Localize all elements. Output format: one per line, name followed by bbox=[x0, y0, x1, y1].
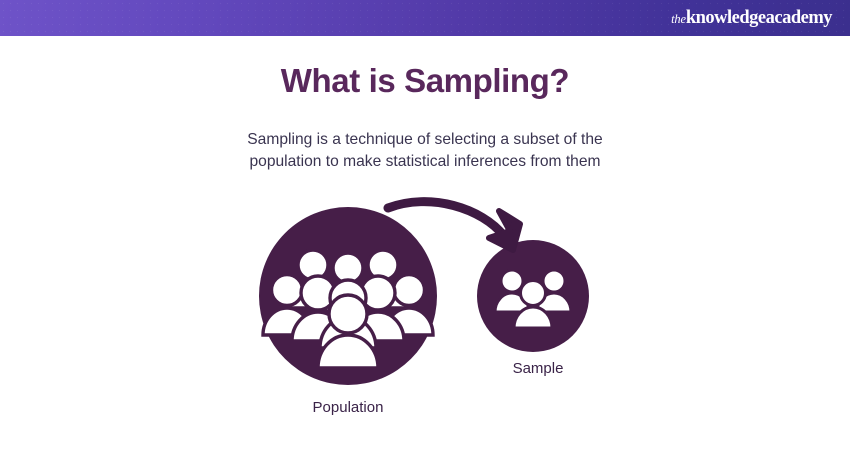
person-figure bbox=[512, 279, 554, 330]
person-figure bbox=[316, 293, 380, 370]
header-dot-pattern bbox=[0, 0, 850, 36]
sampling-diagram-svg bbox=[259, 197, 589, 385]
knowledge-academy-logo: theknowledgeacademy bbox=[671, 9, 832, 28]
page-title: What is Sampling? bbox=[280, 62, 570, 99]
population-to-sample-arrow bbox=[383, 197, 523, 253]
sample-label: Sample bbox=[512, 360, 564, 377]
logo-name-text: knowledgeacademy bbox=[685, 7, 833, 28]
population-label: Population bbox=[312, 399, 384, 416]
sample-people-icon bbox=[493, 268, 573, 330]
logo-prefix-text: the bbox=[671, 11, 686, 26]
page-subtitle: Sampling is a technique of selecting a s… bbox=[247, 131, 603, 171]
population-people-icon bbox=[261, 248, 435, 370]
sampling-diagram bbox=[0, 186, 850, 426]
brand-header-bar: theknowledgeacademy bbox=[0, 0, 850, 36]
